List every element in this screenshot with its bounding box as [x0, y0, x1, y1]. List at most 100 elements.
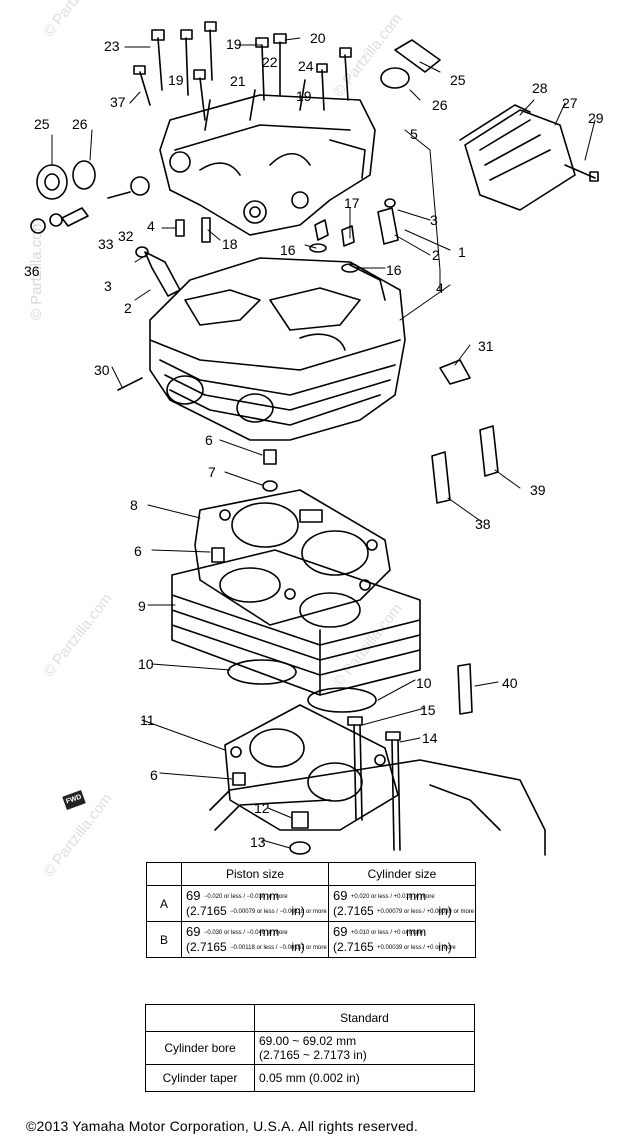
callout-27: 27: [562, 95, 578, 111]
cylinder-bore-value: 69.00 ~ 69.02 mm (2.7165 ~ 2.7173 in): [254, 1031, 475, 1065]
table-row: B 69 −0.030 or less / −0.040 or more mm …: [146, 921, 476, 958]
top-bolts: [133, 21, 352, 121]
cylinder-size-cell: 69 +0.020 or less / +0.010 or more mm (2…: [328, 885, 476, 922]
callout-5: 5: [410, 126, 418, 142]
piston-mm-unit: mm: [259, 925, 280, 939]
callout-6c: 6: [150, 767, 158, 783]
piston-mm-tol: −0.020 or less / −0.030 or more: [203, 893, 288, 900]
callout-8: 8: [130, 497, 138, 513]
callout-33: 33: [98, 236, 114, 252]
callout-6: 6: [205, 432, 213, 448]
cylinder-block: [171, 549, 421, 696]
callout-25: 25: [450, 72, 466, 88]
cyl-in: (2.7165: [333, 904, 374, 918]
cylinder-head: [149, 257, 406, 441]
piston-mm: 69: [186, 924, 201, 939]
grade-label: A: [146, 885, 182, 922]
callout-20: 20: [310, 30, 326, 46]
callout-14: 14: [422, 730, 438, 746]
piston-mm-unit: mm: [259, 889, 280, 903]
grade-label: B: [146, 921, 182, 958]
callout-19: 19: [226, 36, 242, 52]
header-piston-size: Piston size: [181, 862, 329, 886]
cyl-mm-unit: mm: [406, 889, 427, 903]
callout-22: 22: [262, 54, 278, 70]
callout-11: 11: [140, 712, 155, 728]
table-row: A 69 −0.020 or less / −0.030 or more mm …: [146, 885, 476, 922]
callout-10b: 10: [416, 675, 432, 691]
callout-1: 1: [458, 244, 466, 260]
header-standard: Standard: [254, 1004, 475, 1032]
piston-table-header: Piston size Cylinder size: [146, 862, 476, 886]
guides: [135, 198, 399, 297]
callout-17: 17: [344, 195, 360, 211]
piston-in: (2.7165: [186, 940, 227, 954]
o-rings: [227, 659, 377, 713]
callout-3: 3: [430, 212, 438, 228]
piston-size-cell: 69 −0.030 or less / −0.040 or more mm (2…: [181, 921, 329, 958]
piston-mm: 69: [186, 888, 201, 903]
callout-10: 10: [138, 656, 154, 672]
cylinder-taper-value: 0.05 mm (0.002 in): [254, 1064, 475, 1092]
engine-exploded-diagram: [30, 21, 599, 856]
header-blank: [146, 862, 182, 886]
copyright-notice: ©2013 Yamaha Motor Corporation, U.S.A. A…: [26, 1118, 419, 1134]
bore-table-header: Standard: [145, 1004, 475, 1032]
callout-18: 18: [222, 236, 238, 252]
callout-15: 15: [420, 702, 436, 718]
side-cover: [459, 104, 599, 211]
callout-32: 32: [118, 228, 134, 244]
callout-7: 7: [208, 464, 216, 480]
cyl-in-unit: in): [438, 940, 452, 954]
callout-16b: 16: [386, 262, 402, 278]
callout-2b: 2: [124, 300, 132, 316]
cyl-in-unit: in): [438, 904, 452, 918]
cylinder-bore-label: Cylinder bore: [145, 1031, 255, 1065]
dowels: [211, 449, 278, 786]
cylinder-taper-label: Cylinder taper: [145, 1064, 255, 1092]
cyl-mm-tol: +0.010 or less / +0 or more: [350, 929, 423, 936]
callout-40: 40: [502, 675, 518, 691]
callout-23: 23: [104, 38, 120, 54]
leader-lines: [51, 37, 596, 849]
callout-6b: 6: [134, 543, 142, 559]
cyl-mm: 69: [333, 888, 348, 903]
piston-in-tol: −0.00079 or less / −0.00118 or more: [230, 908, 327, 915]
piston-in-unit: in): [291, 940, 305, 954]
table-row: Cylinder bore 69.00 ~ 69.02 mm (2.7165 ~…: [145, 1031, 475, 1065]
callout-30: 30: [94, 362, 110, 378]
callout-9: 9: [138, 598, 146, 614]
cyl-in-tol: +0.00039 or less / +0 or more: [377, 944, 456, 951]
callout-29: 29: [588, 110, 604, 126]
callout-21: 21: [230, 73, 246, 89]
cyl-mm-unit: mm: [406, 925, 427, 939]
left-small-parts: [30, 160, 150, 234]
callout-12: 12: [254, 800, 270, 816]
piston-in-tol: −0.00118 or less / −0.00157 or more: [230, 944, 327, 951]
callout-31: 31: [478, 338, 494, 354]
piston-in-unit: in): [291, 904, 305, 918]
callout-36: 36: [24, 263, 40, 279]
cyl-in: (2.7165: [333, 940, 374, 954]
callout-3b: 3: [104, 278, 112, 294]
piston-in: (2.7165: [186, 904, 227, 918]
plug-caps: [117, 359, 499, 715]
table-row: Cylinder taper 0.05 mm (0.002 in): [145, 1064, 475, 1092]
callout-4: 4: [147, 218, 155, 234]
callout-38: 38: [475, 516, 491, 532]
cyl-in-tol: +0.00079 or less / +0.00039 or more: [377, 908, 475, 915]
callout-4b: 4: [436, 280, 444, 296]
callout-39: 39: [530, 482, 546, 498]
header-cylinder-size: Cylinder size: [328, 862, 476, 886]
base-gasket: [224, 704, 399, 831]
callout-24: 24: [298, 58, 314, 74]
gasket-top: [380, 39, 441, 89]
callout-13: 13: [250, 834, 266, 850]
cylinder-size-cell: 69 +0.010 or less / +0 or more mm (2.716…: [328, 921, 476, 958]
cyl-mm-tol: +0.020 or less / +0.010 or more: [350, 893, 435, 900]
cylinder-bore-table: Standard Cylinder bore 69.00 ~ 69.02 mm …: [145, 1004, 475, 1092]
crankcase: [209, 716, 546, 856]
head-gasket: [194, 489, 391, 626]
callout-2: 2: [432, 247, 440, 263]
header-blank: [145, 1004, 255, 1032]
